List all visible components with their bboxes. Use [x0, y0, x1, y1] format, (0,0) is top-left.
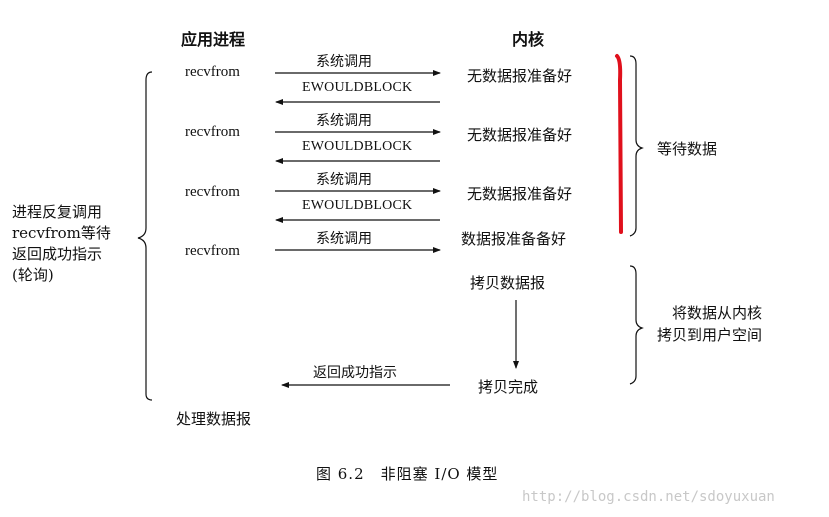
left-note-line4: (轮询) [12, 266, 54, 284]
return-success-label: 返回成功指示 [313, 365, 397, 381]
kernel-state-4: 数据报准备备好 [461, 230, 567, 248]
recvfrom-call-1: recvfrom [185, 64, 240, 80]
syscall-label-4: 系统调用 [316, 231, 372, 247]
watermark: http://blog.csdn.net/sdoyuxuan [522, 489, 775, 505]
wait-data-brace [629, 55, 644, 237]
left-brace [137, 71, 153, 401]
copy-done-label: 拷贝完成 [478, 378, 539, 396]
left-note: 进程反复调用 recvfrom等待 返回成功指示 (轮询) [12, 202, 111, 286]
ewouldblock-label-2: EWOULDBLOCK [302, 139, 413, 154]
ewouldblock-label-1: EWOULDBLOCK [302, 80, 413, 95]
kernel-state-3: 无数据报准备好 [467, 185, 573, 203]
recvfrom-call-3: recvfrom [185, 184, 240, 200]
copy-phase-label-line2: 拷贝到用户空间 [657, 326, 763, 344]
ewouldblock-label-3: EWOULDBLOCK [302, 198, 413, 213]
kernel-header: 内核 [512, 30, 545, 49]
red-highlight-line [615, 54, 623, 234]
left-note-line1: 进程反复调用 [12, 203, 103, 221]
syscall-label-3: 系统调用 [316, 172, 372, 188]
copy-phase-label-line1: 将数据从内核 [672, 304, 763, 322]
syscall-label-2: 系统调用 [316, 113, 372, 129]
kernel-state-2: 无数据报准备好 [467, 126, 573, 144]
syscall-label-1: 系统调用 [316, 54, 372, 70]
copy-datagram-label: 拷贝数据报 [470, 274, 546, 292]
kernel-state-1: 无数据报准备好 [467, 67, 573, 85]
left-note-line3: 返回成功指示 [12, 245, 103, 263]
wait-data-label: 等待数据 [657, 140, 718, 158]
copy-phase-brace [629, 265, 644, 385]
process-datagram-label: 处理数据报 [176, 410, 252, 428]
left-note-line2: recvfrom等待 [12, 224, 111, 242]
figure-caption: 图 6.2 非阻塞 I/O 模型 [316, 465, 499, 483]
app-process-header: 应用进程 [181, 30, 246, 49]
recvfrom-call-4: recvfrom [185, 243, 240, 259]
recvfrom-call-2: recvfrom [185, 124, 240, 140]
